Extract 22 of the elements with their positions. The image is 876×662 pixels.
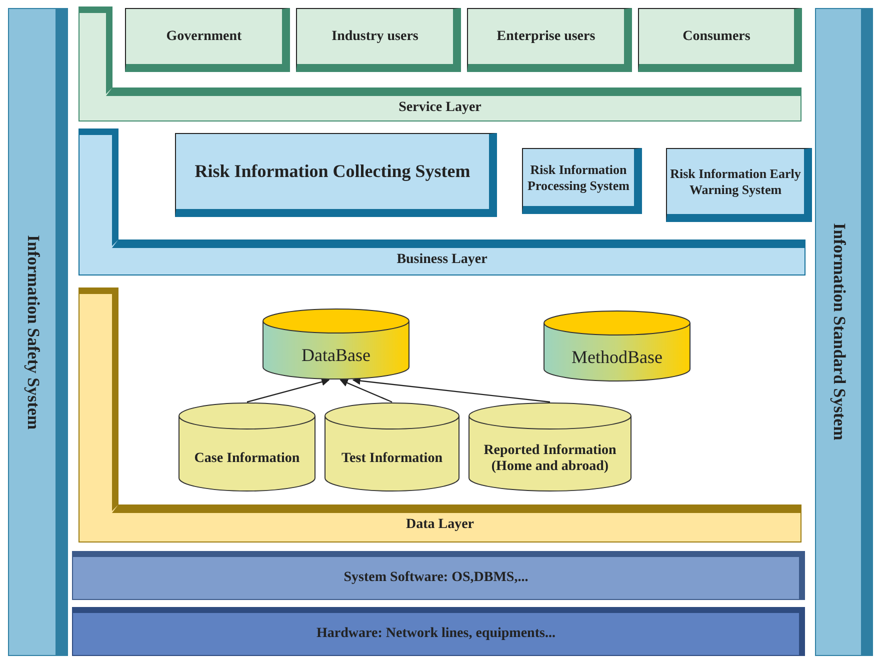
side-bar: Information Safety System [8,8,68,656]
arrow [246,378,330,403]
side-bar: Information Standard System [815,8,873,656]
database-cylinder: Reported Information (Home and abroad) [468,402,632,492]
arrow [352,376,550,403]
user-box: Enterprise users [467,8,632,72]
software-bar: System Software: OS,DBMS,... [72,551,805,600]
user-box: Government [125,8,290,72]
system-box: Risk Information Collecting System [175,133,497,217]
system-box: Risk Information Processing System [522,148,642,214]
user-box: Consumers [638,8,802,72]
database-cylinder: Case Information [178,402,316,492]
layer-title: Service Layer [398,100,482,116]
layer-title: Business Layer [396,252,488,268]
database-cylinder: Test Information [324,402,460,492]
layer-title: Data Layer [406,517,474,533]
database-cylinder: DataBase [262,308,410,380]
system-box: Risk Information Early Warning System [666,148,812,222]
arrow [340,379,392,403]
hardware-bar: Hardware: Network lines, equipments... [72,607,805,656]
database-cylinder: MethodBase [543,310,691,382]
user-box: Industry users [296,8,461,72]
